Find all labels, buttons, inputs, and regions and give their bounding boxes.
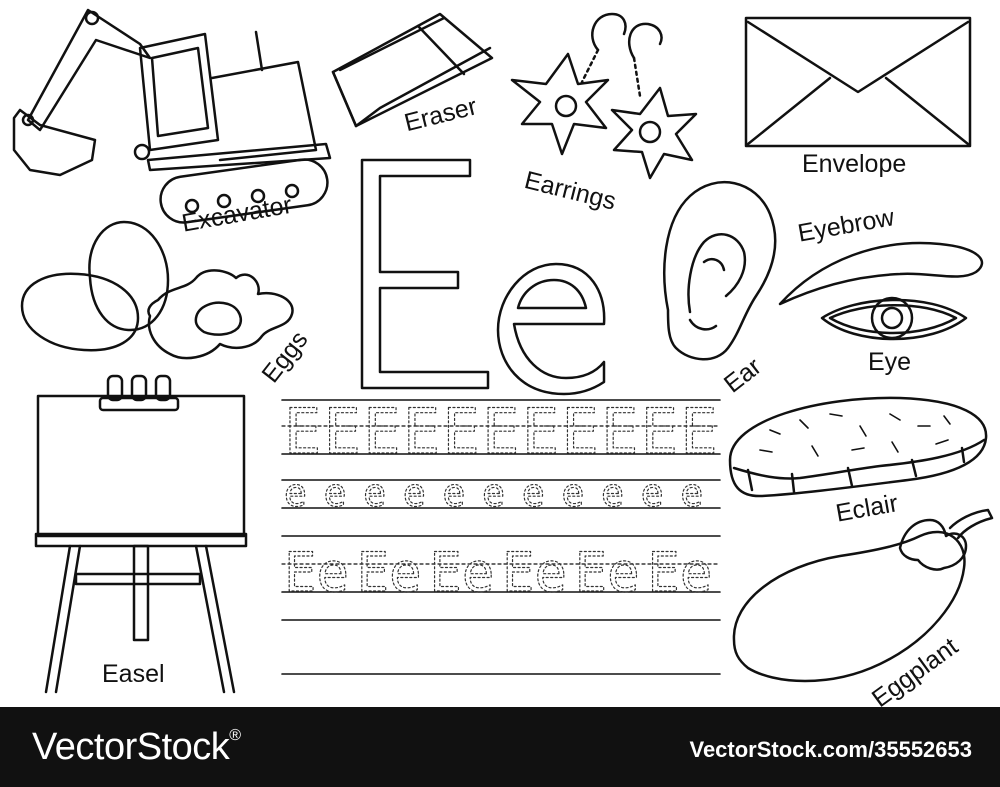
- trace-glyph-pair: Ee: [502, 541, 567, 604]
- trace-glyph-lower: e: [641, 471, 664, 515]
- earrings-illustration: [510, 12, 698, 180]
- trace-glyph-lower: e: [324, 471, 347, 515]
- trace-glyph-pair: Ee: [647, 541, 712, 604]
- trace-glyph-pair: Ee: [575, 541, 640, 604]
- eggplant-illustration: [732, 508, 994, 683]
- trace-glyph-lower: e: [680, 471, 703, 515]
- trace-glyph-lower: e: [601, 471, 624, 515]
- trace-glyph-upper: E: [482, 395, 519, 468]
- trace-glyph-upper: E: [522, 395, 559, 468]
- stock-image-url: VectorStock.com/35552653: [689, 737, 972, 762]
- trace-glyph-pair: Ee: [429, 541, 494, 604]
- trace-glyph-upper: E: [324, 395, 361, 468]
- eraser-illustration: [331, 12, 494, 128]
- label-easel: Easel: [102, 660, 165, 688]
- trace-glyph-lower: e: [284, 471, 307, 515]
- trace-glyph-lower: e: [403, 471, 426, 515]
- trace-glyph-lower: e: [522, 471, 545, 515]
- trace-glyph-lower: e: [561, 471, 584, 515]
- trace-glyph-lower: e: [363, 471, 386, 515]
- big-letters-ee: [360, 158, 606, 396]
- trace-glyph-lower: e: [443, 471, 466, 515]
- easel-illustration: [34, 374, 248, 694]
- trace-glyph-upper: E: [284, 395, 321, 468]
- label-eye: Eye: [868, 348, 912, 376]
- eclair-illustration: [728, 396, 988, 498]
- eye-illustration: [820, 296, 968, 341]
- trace-glyph-upper: E: [443, 395, 480, 468]
- trace-glyph-pair: Ee: [284, 541, 349, 604]
- eyebrow-illustration: [778, 241, 984, 306]
- trace-glyph-upper: E: [403, 395, 440, 468]
- trace-glyph-lower: e: [482, 471, 505, 515]
- ear-illustration: [663, 180, 777, 361]
- trace-glyph-upper: E: [680, 395, 717, 468]
- envelope-illustration: [744, 16, 972, 148]
- trace-glyph-upper: E: [641, 395, 678, 468]
- brand-registered-mark: ®: [229, 727, 241, 744]
- eggs-illustration: [20, 220, 294, 360]
- brand-logo: VectorStock®: [32, 726, 241, 768]
- trace-glyph-upper: E: [601, 395, 638, 468]
- trace-glyph-upper: E: [561, 395, 598, 468]
- brand-name: VectorStock: [32, 726, 230, 768]
- watermark-footer: VectorStock® VectorStock.com/35552653: [0, 707, 1000, 787]
- trace-glyph-upper: E: [363, 395, 400, 468]
- trace-glyph-pair: Ee: [357, 541, 422, 604]
- tracing-lines: [281, 399, 721, 675]
- excavator-illustration: [12, 8, 332, 224]
- label-envelope: Envelope: [802, 150, 907, 178]
